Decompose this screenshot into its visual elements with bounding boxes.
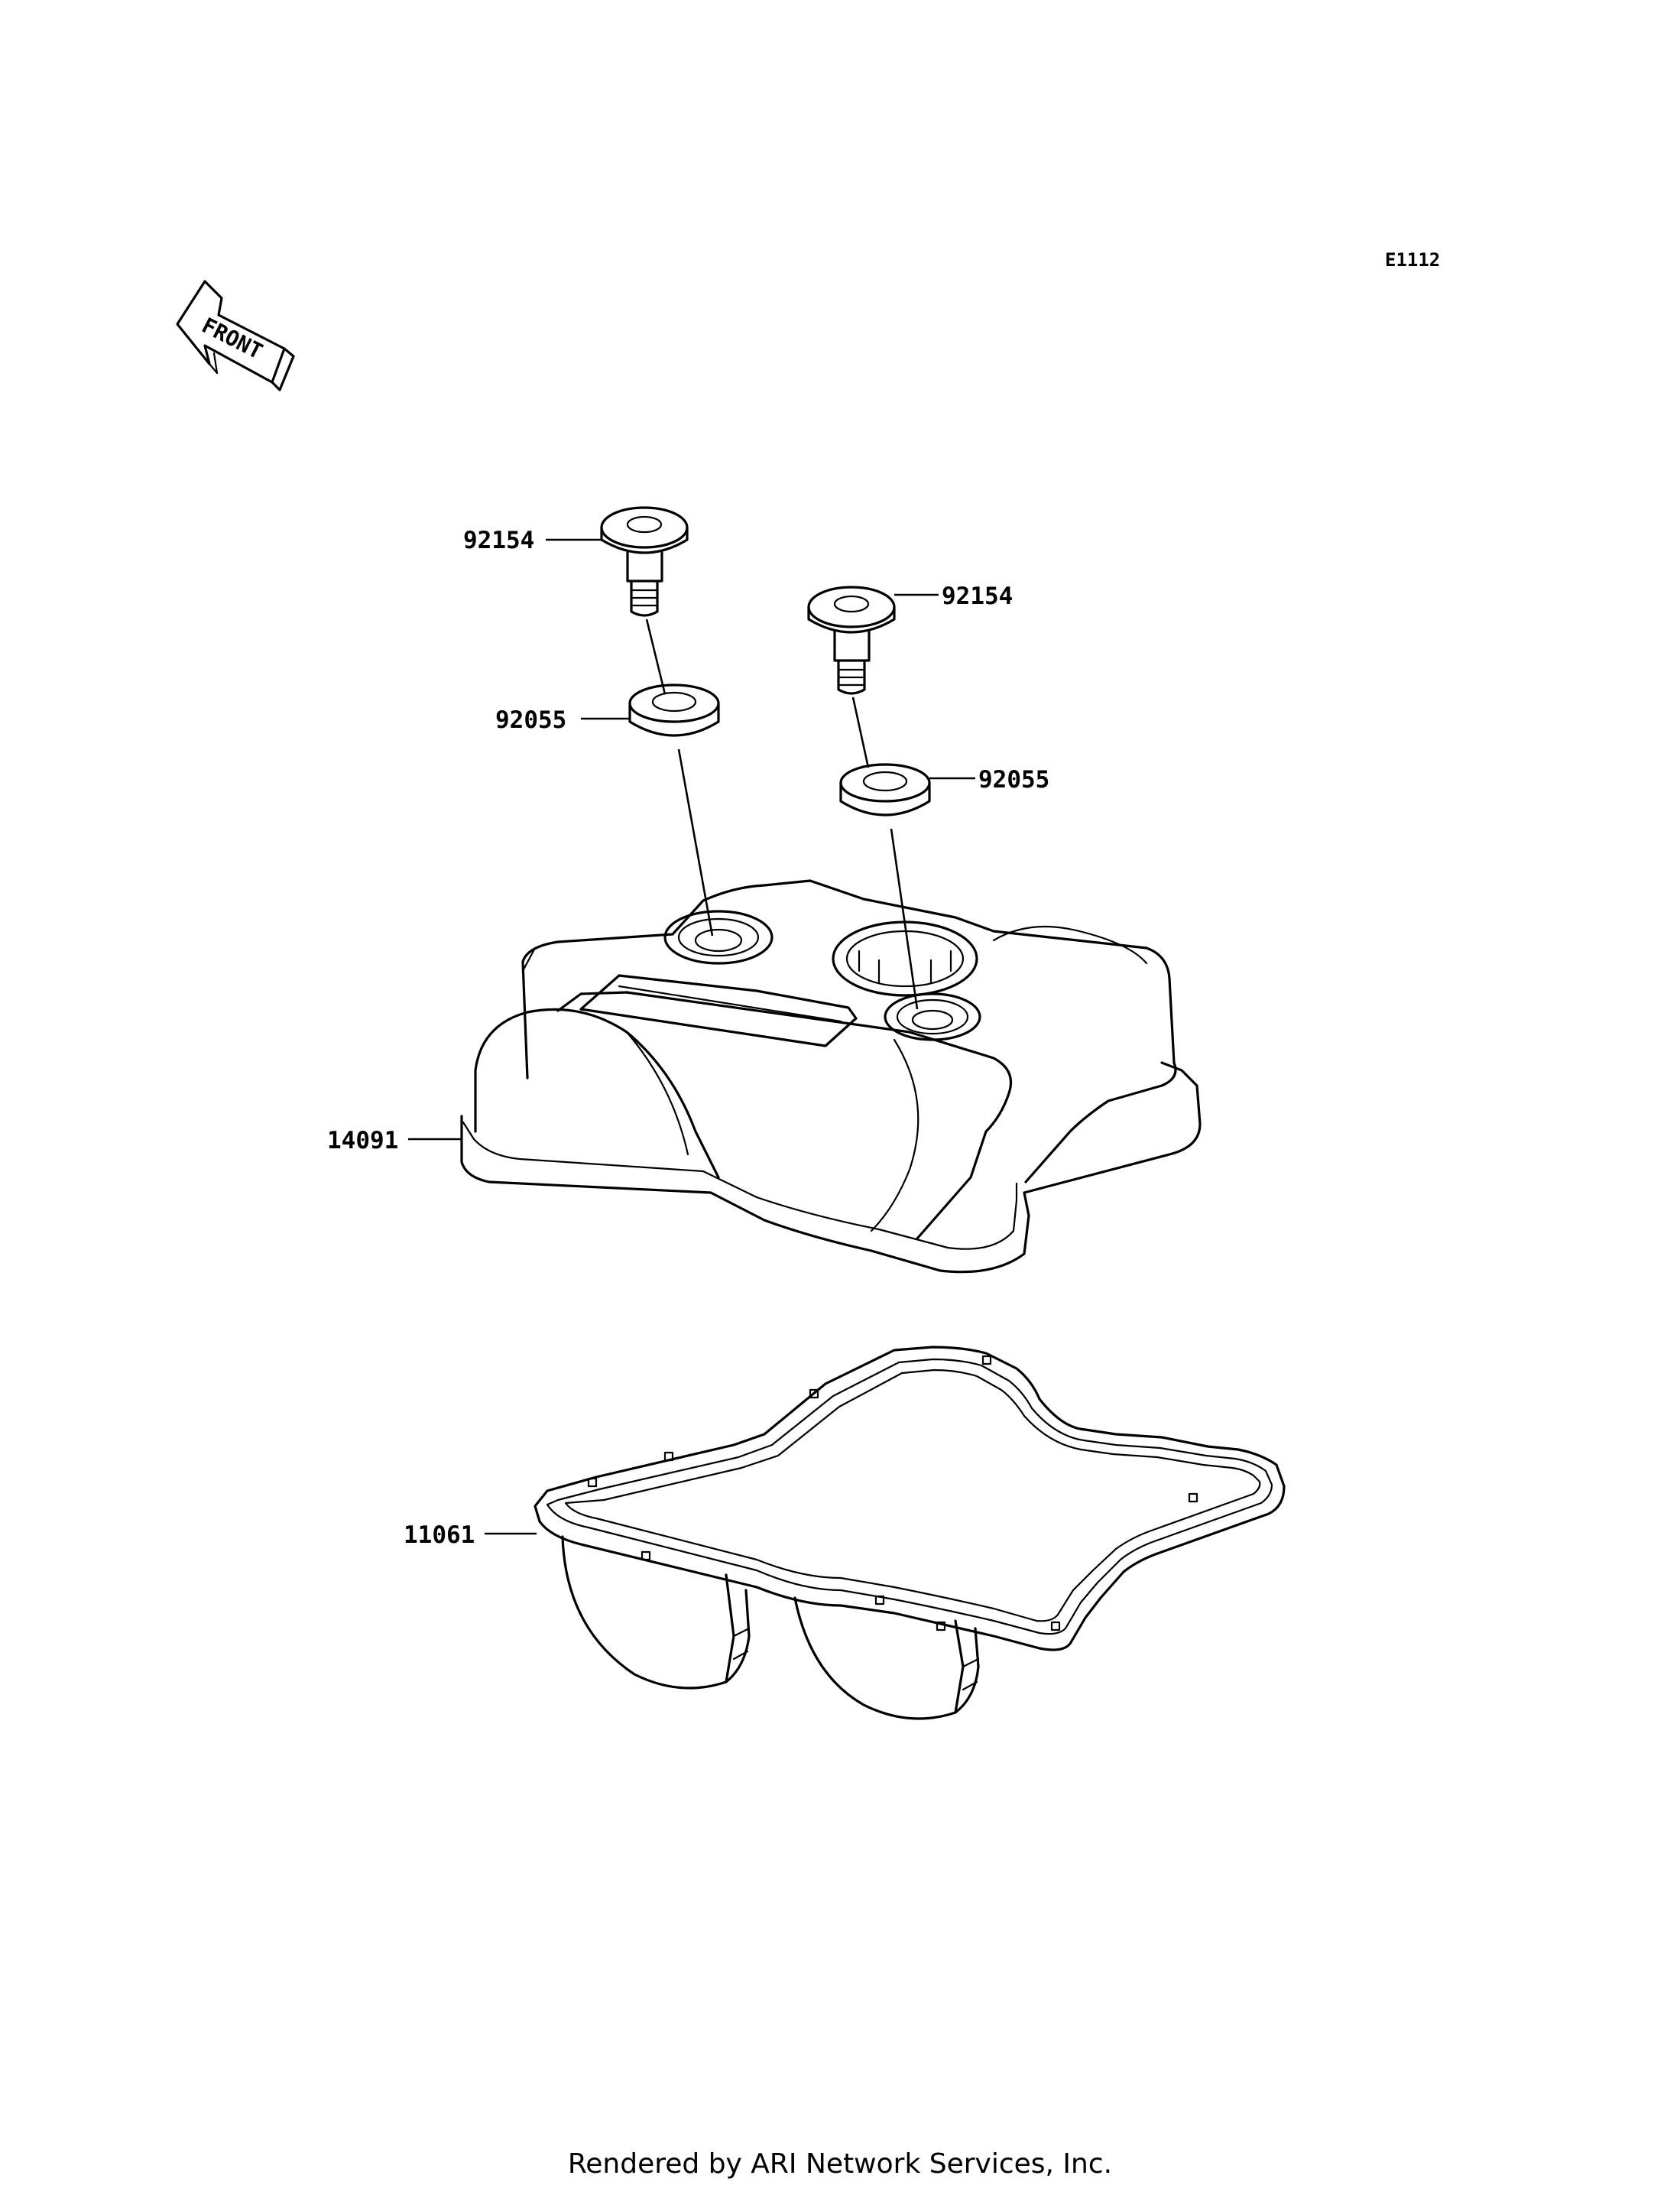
diagram-code: E1112: [1385, 249, 1440, 271]
part-label-washer-right: 92055: [978, 766, 1049, 794]
washer-right: [839, 763, 931, 817]
gasket: [534, 1346, 1286, 1720]
part-label-gasket: 11061: [404, 1521, 475, 1549]
part-label-bolt-left: 92154: [463, 527, 534, 554]
washer-left: [628, 683, 720, 737]
bolt-right: [807, 586, 896, 695]
part-label-bolt-right: 92154: [942, 583, 1013, 610]
footer-credit: Rendered by ARI Network Services, Inc.: [568, 2148, 1112, 2180]
front-arrow-icon: FRONT: [176, 280, 295, 391]
part-label-cylinder-head-cover: 14091: [327, 1127, 398, 1154]
part-label-washer-left: 92055: [495, 706, 566, 734]
bolt-left: [600, 506, 689, 617]
cylinder-head-cover: [460, 879, 1202, 1274]
